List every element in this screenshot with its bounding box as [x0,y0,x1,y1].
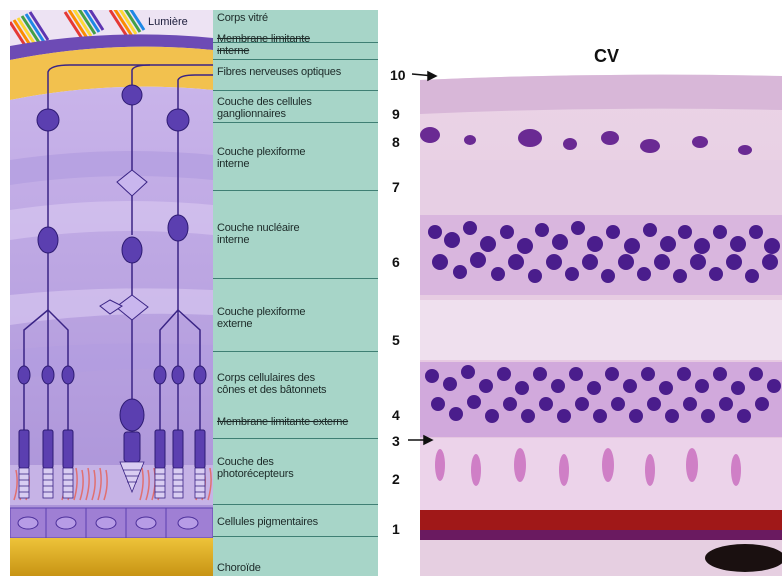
light-label: Lumière [148,16,188,28]
layer-number-5: 5 [392,332,400,348]
layer-number-7: 7 [392,179,400,195]
divider [213,504,378,505]
divider [213,59,378,60]
label-plexiforme-externe: Couche plexiforme externe [217,306,305,330]
label-corps-cellulaires: Corps cellulaires des cônes et des bâton… [217,372,326,396]
divider [213,122,378,123]
layer-number-4: 4 [392,407,400,423]
label-photorecepteurs: Couche des photorécepteurs [217,456,294,480]
label-cellules-ganglionnaires: Couche des cellules ganglionnaires [217,96,312,120]
divider [213,190,378,191]
schematic-drawing [10,10,213,576]
layer-number-8: 8 [392,134,400,150]
label-nucleaire-interne: Couche nucléaire interne [217,222,299,246]
label-corps-vitre: Corps vitré [217,12,268,24]
layer-number-9: 9 [392,106,400,122]
label-choroide: Choroïde [217,562,261,574]
micrograph-image [380,10,782,576]
label-plexiforme-interne: Couche plexiforme interne [217,146,305,170]
micrograph-title: CV [594,46,619,67]
layer-number-10: 10 [390,67,406,83]
divider [213,90,378,91]
retina-schematic: Lumière [10,10,213,576]
divider [213,351,378,352]
label-membrane-limitante-externe: Membrane limitante externe [217,416,348,428]
label-fibres-nerveuses-optiques: Fibres nerveuses optiques [217,66,341,78]
layer-number-1: 1 [392,521,400,537]
layer-number-6: 6 [392,254,400,270]
divider [213,438,378,439]
label-cellules-pigmentaires: Cellules pigmentaires [217,516,318,528]
layer-number-2: 2 [392,471,400,487]
divider [213,278,378,279]
layer-label-column: Corps vitré Membrane limitante interne F… [213,10,378,576]
layer-number-3: 3 [392,433,400,449]
label-membrane-limitante-interne: Membrane limitante interne [217,33,310,57]
divider [213,536,378,537]
histology-micrograph: CV 10 9 8 7 6 5 4 3 2 1 [380,10,782,576]
